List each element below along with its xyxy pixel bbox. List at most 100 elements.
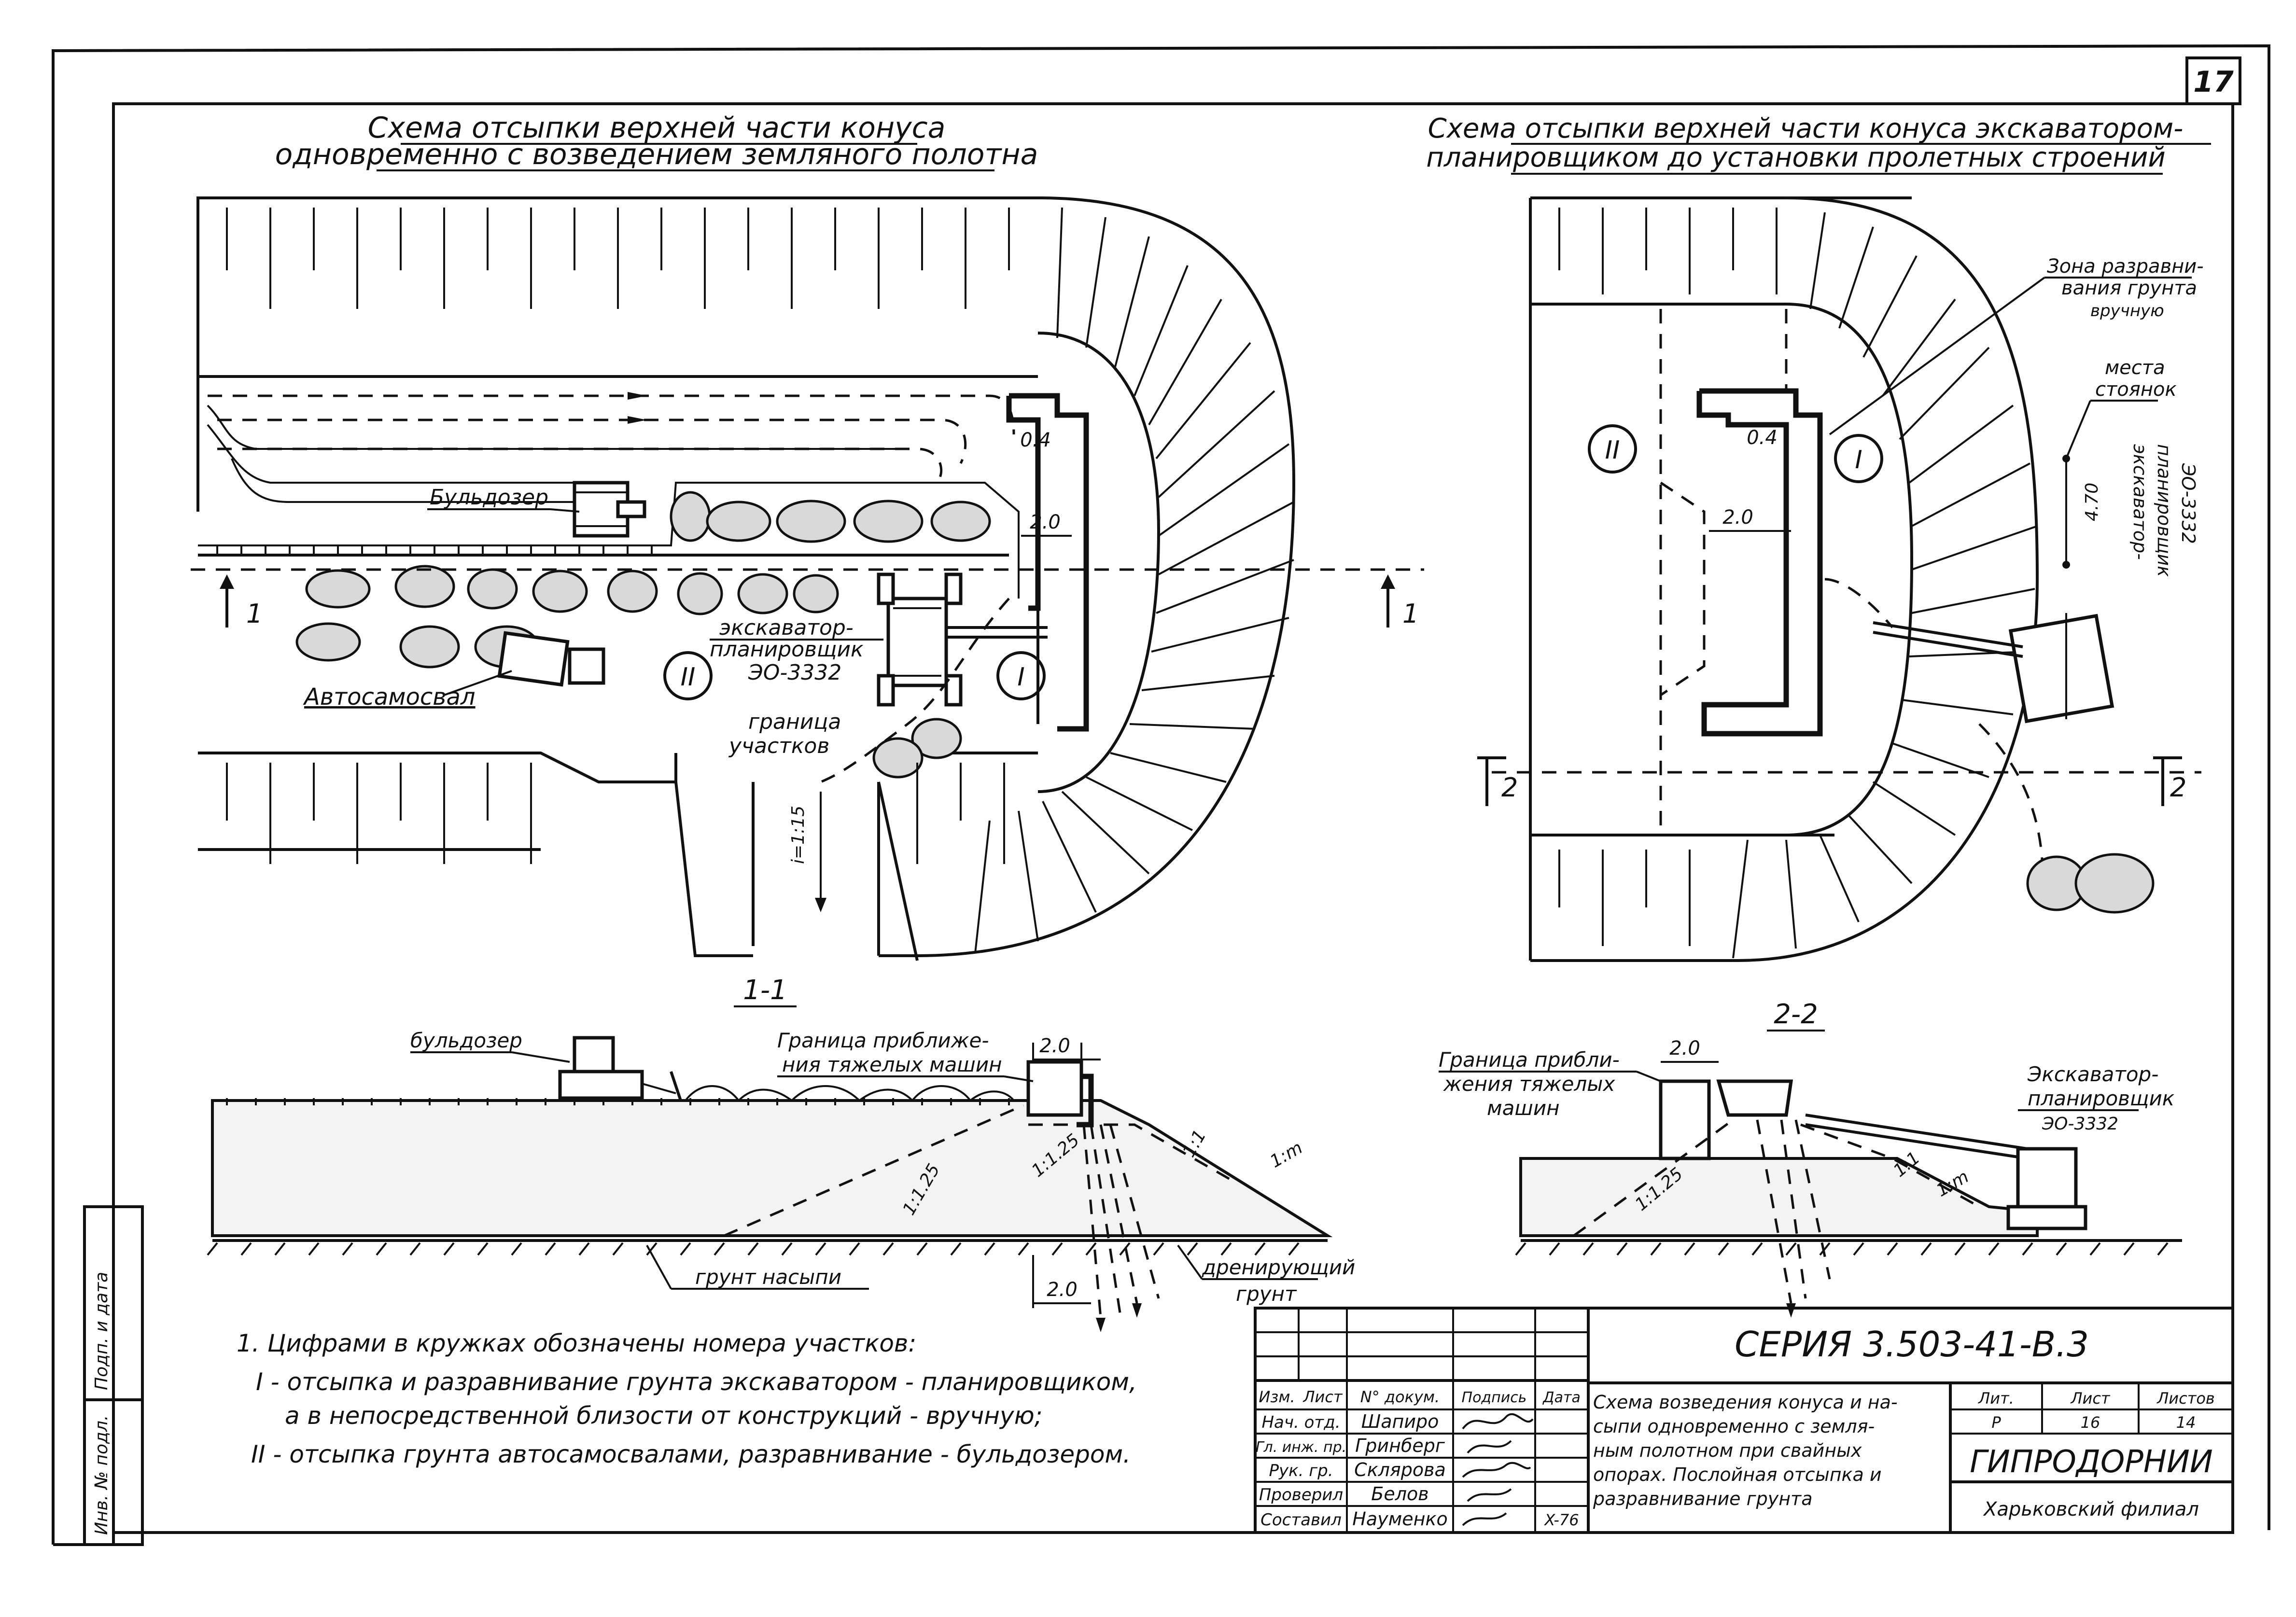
label-fill-s1: грунт насыпи	[695, 1265, 841, 1289]
label-exc-right-1: экскаватор-	[2129, 444, 2151, 560]
dim-470: 4.70	[2082, 483, 2102, 521]
label-zone-right-3: вручную	[2090, 301, 2164, 321]
dim-20-s2: 2.0	[1669, 1037, 1700, 1059]
excavator-right	[1873, 613, 2114, 724]
tb-name-2: Склярова	[1354, 1459, 1446, 1480]
label-limit-s2-1: Граница прибли-	[1439, 1048, 1620, 1072]
tb-desc-1: Схема возведения конуса и на-	[1593, 1392, 1898, 1413]
note-line-4: II - отсыпка грунта автосамосвалами, раз…	[251, 1440, 1131, 1468]
dim-20-right: 2.0	[1722, 506, 1753, 529]
label-stops-2: стоянок	[2095, 378, 2177, 401]
bottom-hatch	[226, 763, 1005, 864]
excavator-plan	[877, 572, 1048, 707]
signatures	[1462, 1413, 1534, 1526]
section-mark-1-left: 1	[246, 599, 263, 629]
label-exc-right-2: планировщик	[2154, 444, 2175, 577]
tb-col-izm: Изм.	[1259, 1388, 1295, 1406]
section-2-2: 2.0 1:1.25 1:1 1:m Граница прибли- жения…	[1439, 1037, 2182, 1318]
top-hatch	[226, 208, 1010, 309]
slope-left: i=1:15	[788, 806, 808, 864]
section-1-title: 1-1	[743, 975, 787, 1006]
label-stops-1: места	[2105, 357, 2165, 379]
tb-date-value: X-76	[1543, 1511, 1579, 1529]
dump-truck	[497, 631, 605, 687]
plan-left-title-1: Схема отсыпки верхней части конуса	[368, 111, 946, 145]
excavator-s2	[1805, 1114, 2087, 1230]
plan-right-title-1: Схема отсыпки верхней части конуса экска…	[1428, 113, 2184, 144]
edge-ticks	[216, 545, 653, 555]
tb-role-2: Рук. гр.	[1269, 1461, 1333, 1480]
tb-name-1: Гринберг	[1355, 1435, 1445, 1456]
tb-role-1: Гл. инж. пр.	[1256, 1439, 1346, 1456]
plan-right-title-2: планировщиком до установки пролетных стр…	[1426, 142, 2166, 173]
tb-h-stage: Лит.	[1978, 1389, 2014, 1408]
stamp-sign: Подп. и дата	[92, 1272, 112, 1390]
tb-v-stage: Р	[1991, 1413, 2001, 1432]
zone-2-left: II	[681, 663, 696, 692]
section-mark-2-right: 2	[2170, 772, 2186, 803]
label-dumptruck: Автосамосвал	[303, 683, 476, 711]
label-drain-s1-2: грунт	[1236, 1282, 1297, 1306]
bulldozer-side	[558, 1036, 682, 1101]
tb-col-date: Дата	[1542, 1389, 1581, 1406]
note-line-1: 1. Цифрами в кружках обозначены номера у…	[237, 1329, 916, 1357]
tb-h-sheet: Лист	[2070, 1389, 2110, 1408]
label-zone-right-1: Зона разравни-	[2047, 255, 2204, 278]
section-2-title: 2-2	[1774, 999, 1818, 1030]
zone-1-right: I	[1855, 446, 1862, 474]
tb-v-sheets: 14	[2176, 1413, 2196, 1432]
label-excavator-3: ЭО-3332	[748, 660, 841, 685]
label-limit-s1-2: ния тяжелых машин	[782, 1053, 1002, 1076]
zone-1-left: I	[1017, 663, 1024, 692]
note-line-3: а в непосредственной близости от констру…	[285, 1402, 1043, 1430]
tb-org: ГИПРОДОРНИИ	[1970, 1444, 2212, 1480]
plan-right: Схема отсыпки верхней части конуса экска…	[1426, 113, 2211, 1032]
label-limit-s1-1: Граница приближе-	[777, 1029, 989, 1052]
tb-name-0: Шапиро	[1361, 1411, 1439, 1432]
tb-col-sign: Подпись	[1462, 1389, 1527, 1406]
dim-04-left: 0.4	[1020, 429, 1051, 451]
page-number: 17	[2193, 65, 2234, 99]
dim-20-top-s1: 2.0	[1039, 1035, 1070, 1057]
tb-v-sheet: 16	[2081, 1413, 2100, 1432]
plan-left-title-2: одновременно с возведением земляного пол…	[275, 138, 1038, 171]
label-zone-right-2: вания грунта	[2061, 277, 2197, 299]
notes: 1. Цифрами в кружках обозначены номера у…	[237, 1329, 1137, 1468]
section-1-1: 1:1.25 1:1.25 1:1 1:m 2.0 2.0 буль	[207, 1029, 1355, 1332]
section-1-hatch	[226, 1098, 1010, 1105]
tb-desc-3: ным полотном при свайных	[1593, 1440, 1862, 1461]
label-limit-s2-2: жения тяжелых	[1443, 1072, 1615, 1096]
tb-col-list: Лист	[1302, 1388, 1343, 1406]
piles-s1	[1082, 1124, 1160, 1332]
ground-hatch-2	[1515, 1242, 2169, 1256]
plan-left: Схема отсыпки верхней части конуса однов…	[191, 111, 1424, 1007]
tb-role-3: Проверил	[1259, 1485, 1343, 1505]
tb-desc-2: сыпи одновременно с земля-	[1593, 1416, 1875, 1437]
label-exc-s2-1: Экскаватор-	[2027, 1062, 2158, 1086]
section-mark-1-right: 1	[1402, 599, 1419, 629]
tb-role-4: Составил	[1260, 1510, 1342, 1530]
label-bulldozer-s1: бульдозер	[410, 1029, 522, 1052]
right-top-hatch	[1558, 208, 2038, 959]
label-exc-s2-3: ЭО-3332	[2042, 1114, 2118, 1134]
dim-20-bottom-s1: 2.0	[1047, 1279, 1078, 1301]
label-excavator-2: планировщик	[710, 637, 864, 662]
zone-2-right: II	[1605, 436, 1620, 465]
tb-desc-5: разравнивание грунта	[1593, 1488, 1812, 1509]
side-stamp: Инв. № подл. Подп. и дата	[83, 1205, 144, 1546]
sheet-frame	[52, 44, 2270, 1546]
label-drain-s1-1: дренирующий	[1202, 1255, 1355, 1279]
cone-hatch	[974, 207, 1294, 954]
tb-col-doc: N° докум.	[1360, 1388, 1440, 1406]
stamp-inv: Инв. № подл.	[92, 1415, 112, 1535]
label-boundary-2: участков	[728, 734, 829, 758]
ground-hatch-1	[207, 1242, 1300, 1256]
note-line-2: I - отсыпка и разравнивание грунта экска…	[256, 1368, 1137, 1396]
tb-name-4: Науменко	[1352, 1508, 1447, 1530]
tb-branch: Харьковский филиал	[1983, 1498, 2199, 1520]
label-exc-right-3: ЭО-3332	[2178, 463, 2199, 544]
section-mark-2-left: 2	[1501, 772, 1518, 803]
label-excavator-1: экскаватор-	[719, 615, 854, 640]
label-exc-s2-2: планировщик	[2028, 1087, 2175, 1110]
